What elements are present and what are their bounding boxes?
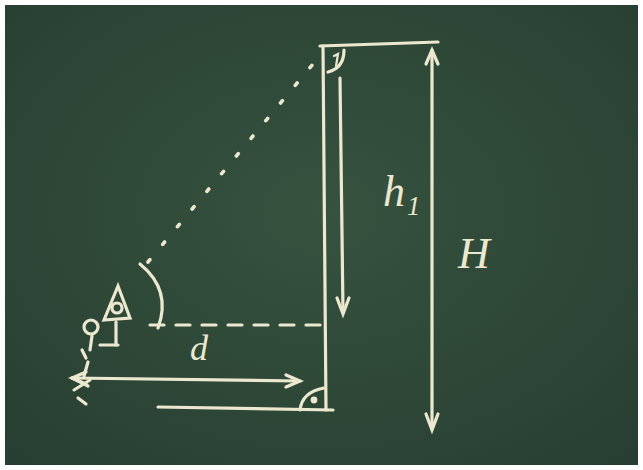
right-angle-mark xyxy=(300,388,324,410)
arrowhead xyxy=(426,50,438,64)
height-label: h₁ xyxy=(383,170,420,214)
right-angle-mark xyxy=(328,50,344,72)
person-head xyxy=(84,320,98,334)
theodolite-triangle xyxy=(104,286,130,320)
theodolite-stand xyxy=(100,343,118,346)
arrowhead xyxy=(286,375,300,387)
tower-wall xyxy=(323,46,326,410)
tower-top xyxy=(320,42,438,46)
person-body xyxy=(82,336,92,376)
theodolite-eye xyxy=(112,303,122,313)
ground-line xyxy=(158,407,333,410)
H-dimension-line xyxy=(430,50,433,428)
sight-line xyxy=(148,58,318,262)
eye-level-line xyxy=(150,323,322,326)
person-legs xyxy=(72,378,90,404)
d-dimension-line xyxy=(72,378,300,381)
right-angle-dot xyxy=(334,54,338,66)
elevation-angle-arc xyxy=(140,264,162,328)
h1-dimension-line xyxy=(340,78,343,312)
arrowhead xyxy=(426,414,438,430)
theodolite-stand xyxy=(114,322,117,345)
distance-label: d xyxy=(190,330,208,366)
arrowhead xyxy=(337,298,349,314)
height-label: H xyxy=(458,232,490,276)
right-angle-dot xyxy=(312,398,316,402)
